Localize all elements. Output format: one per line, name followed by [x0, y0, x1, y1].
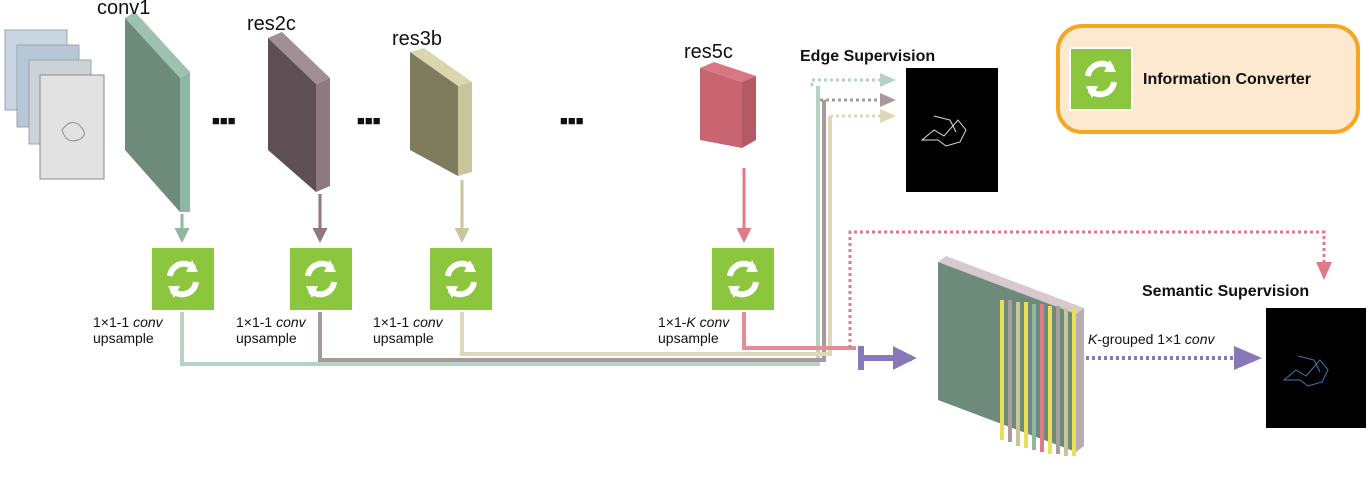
edge-arrowhead-res2c: [880, 93, 896, 107]
edge-arrowhead-conv1: [880, 73, 896, 87]
concat-bar: [858, 346, 864, 370]
refresh-icon: [445, 260, 477, 298]
legend-box: Information Converter: [1056, 24, 1360, 134]
legend-label: Information Converter: [1143, 71, 1311, 88]
refresh-icon: [727, 260, 759, 298]
converter-conv1-label: 1×1-1 conv: [93, 314, 164, 330]
converter-res2c-label: 1×1-1 conv: [236, 314, 307, 330]
res2c-block: [268, 32, 330, 192]
edge-arrowhead-res3b: [880, 109, 896, 123]
converter-conv1-label-2: upsample: [93, 330, 154, 346]
refresh-icon: [167, 260, 199, 298]
ellipsis-2: ■■■: [357, 113, 381, 128]
edge-arrow-conv1: [810, 78, 888, 86]
semantic-supervision-label: Semantic Supervision: [1142, 283, 1309, 300]
conv1-block: [125, 12, 190, 212]
semantic-arrow-res5c: [848, 230, 1326, 348]
conv1-label: conv1: [97, 0, 150, 19]
res3b-block: [410, 48, 472, 176]
fused-feature-stack: [938, 256, 1084, 456]
ellipsis-3: ■■■: [560, 113, 584, 128]
semantic-output-image: [1266, 308, 1366, 428]
edge-supervision-label: Edge Supervision: [800, 48, 935, 65]
converter-res3b-label-2: upsample: [373, 330, 434, 346]
converter-res5c-label: 1×1-K conv: [658, 314, 730, 330]
semantic-arrowhead-res5c: [1316, 262, 1332, 280]
converter-res3b: [430, 248, 492, 310]
res3b-label: res3b: [392, 28, 442, 50]
grouped-conv-arrowhead: [1234, 346, 1262, 370]
grouped-conv-label: K-grouped 1×1 conv: [1088, 331, 1215, 347]
converter-res2c: [290, 248, 352, 310]
conv1-fusion-line: [180, 86, 820, 366]
converter-res5c: [712, 248, 774, 310]
input-image-stack: [4, 29, 105, 180]
edge-output-image: [906, 68, 998, 192]
converter-res5c-label-2: upsample: [658, 330, 719, 346]
converter-conv1: [152, 248, 214, 310]
refresh-icon: [305, 260, 337, 298]
res5c-block: [700, 62, 756, 148]
refresh-icon: [1085, 60, 1117, 98]
res2c-fusion-line: [318, 100, 826, 362]
converter-res3b-label: 1×1-1 conv: [373, 314, 444, 330]
converter-res2c-label-2: upsample: [236, 330, 297, 346]
res2c-label: res2c: [247, 13, 296, 35]
res5c-label: res5c: [684, 41, 733, 63]
legend-converter-icon: [1069, 47, 1133, 111]
ellipsis-1: ■■■: [212, 113, 236, 128]
res3b-fusion-line: [460, 116, 832, 356]
res5c-fusion-line: [742, 312, 856, 350]
